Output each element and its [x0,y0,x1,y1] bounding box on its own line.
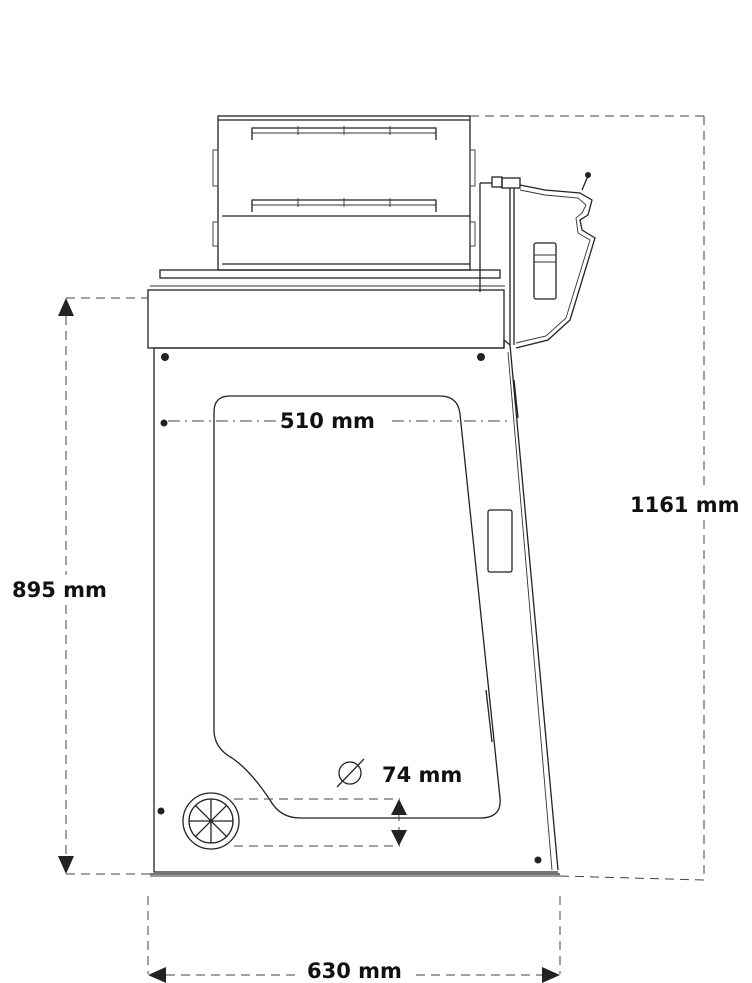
dimension-drain-label: 74 mm [382,763,462,787]
dimension-height-body: 895 mm [12,297,150,875]
dimension-height-total-label: 1161 mm [630,493,740,517]
top-housing [150,115,505,287]
dimension-width-top: 510 mm [168,409,512,433]
control-arm [479,172,596,349]
dimension-height-total: 1161 mm [470,115,740,881]
dimension-drain: 74 mm [234,758,462,847]
diameter-icon [336,758,365,788]
dimension-height-body-label: 895 mm [12,578,107,602]
dimension-width-top-label: 510 mm [280,409,375,433]
dimension-width-base-label: 630 mm [307,959,402,983]
drain-grille-icon [182,792,240,850]
main-body [147,289,560,877]
dimension-width-base: 630 mm [147,896,561,983]
